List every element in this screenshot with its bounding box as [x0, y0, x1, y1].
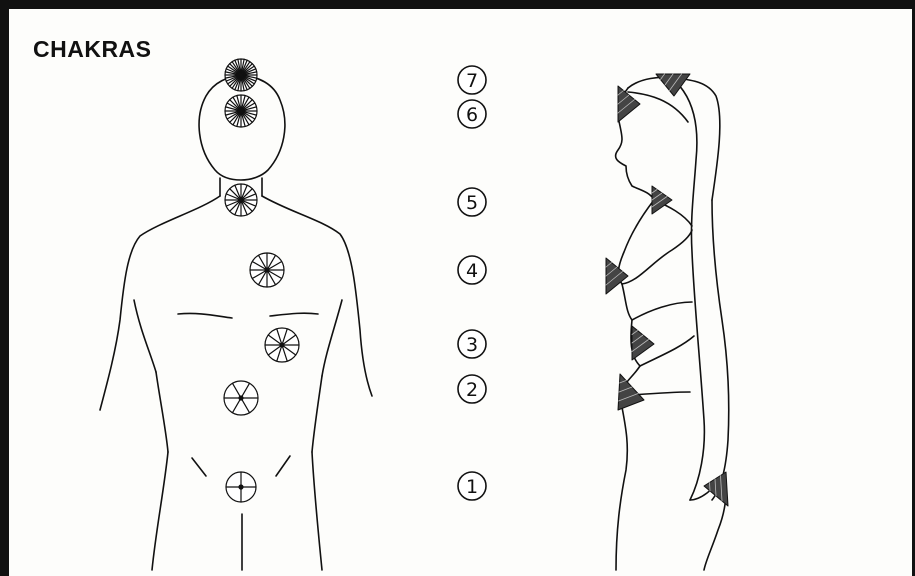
- chakra-number-5: 5: [458, 188, 486, 216]
- svg-text:5: 5: [466, 192, 478, 214]
- side-chakra-1: [704, 472, 728, 506]
- svg-text:4: 4: [466, 260, 478, 282]
- svg-text:3: 3: [466, 334, 478, 356]
- side-chakra-2: [618, 374, 644, 410]
- side-chakra-3: [632, 326, 654, 360]
- chakra-number-6: 6: [458, 100, 486, 128]
- chakra-wheel-4: [250, 253, 284, 287]
- chakra-wheel-3: [265, 328, 299, 362]
- svg-text:1: 1: [466, 476, 478, 498]
- chakra-number-2: 2: [458, 375, 486, 403]
- svg-text:6: 6: [466, 104, 478, 126]
- chakra-number-1: 1: [458, 472, 486, 500]
- chakra-wheel-1: [226, 472, 256, 502]
- chakra-number-4: 4: [458, 256, 486, 284]
- chakra-wheel-2: [224, 381, 258, 415]
- side-chakra-4: [606, 258, 628, 294]
- side-body-outline: [616, 77, 729, 570]
- chakra-number-3: 3: [458, 330, 486, 358]
- chakra-number-7: 7: [458, 66, 486, 94]
- svg-text:2: 2: [466, 379, 478, 401]
- side-chakra-5: [652, 186, 672, 214]
- chakra-wheel-6: [225, 95, 257, 127]
- chakra-wheel-7: [225, 59, 257, 91]
- svg-text:7: 7: [466, 70, 478, 92]
- chakra-wheel-5: [225, 184, 257, 216]
